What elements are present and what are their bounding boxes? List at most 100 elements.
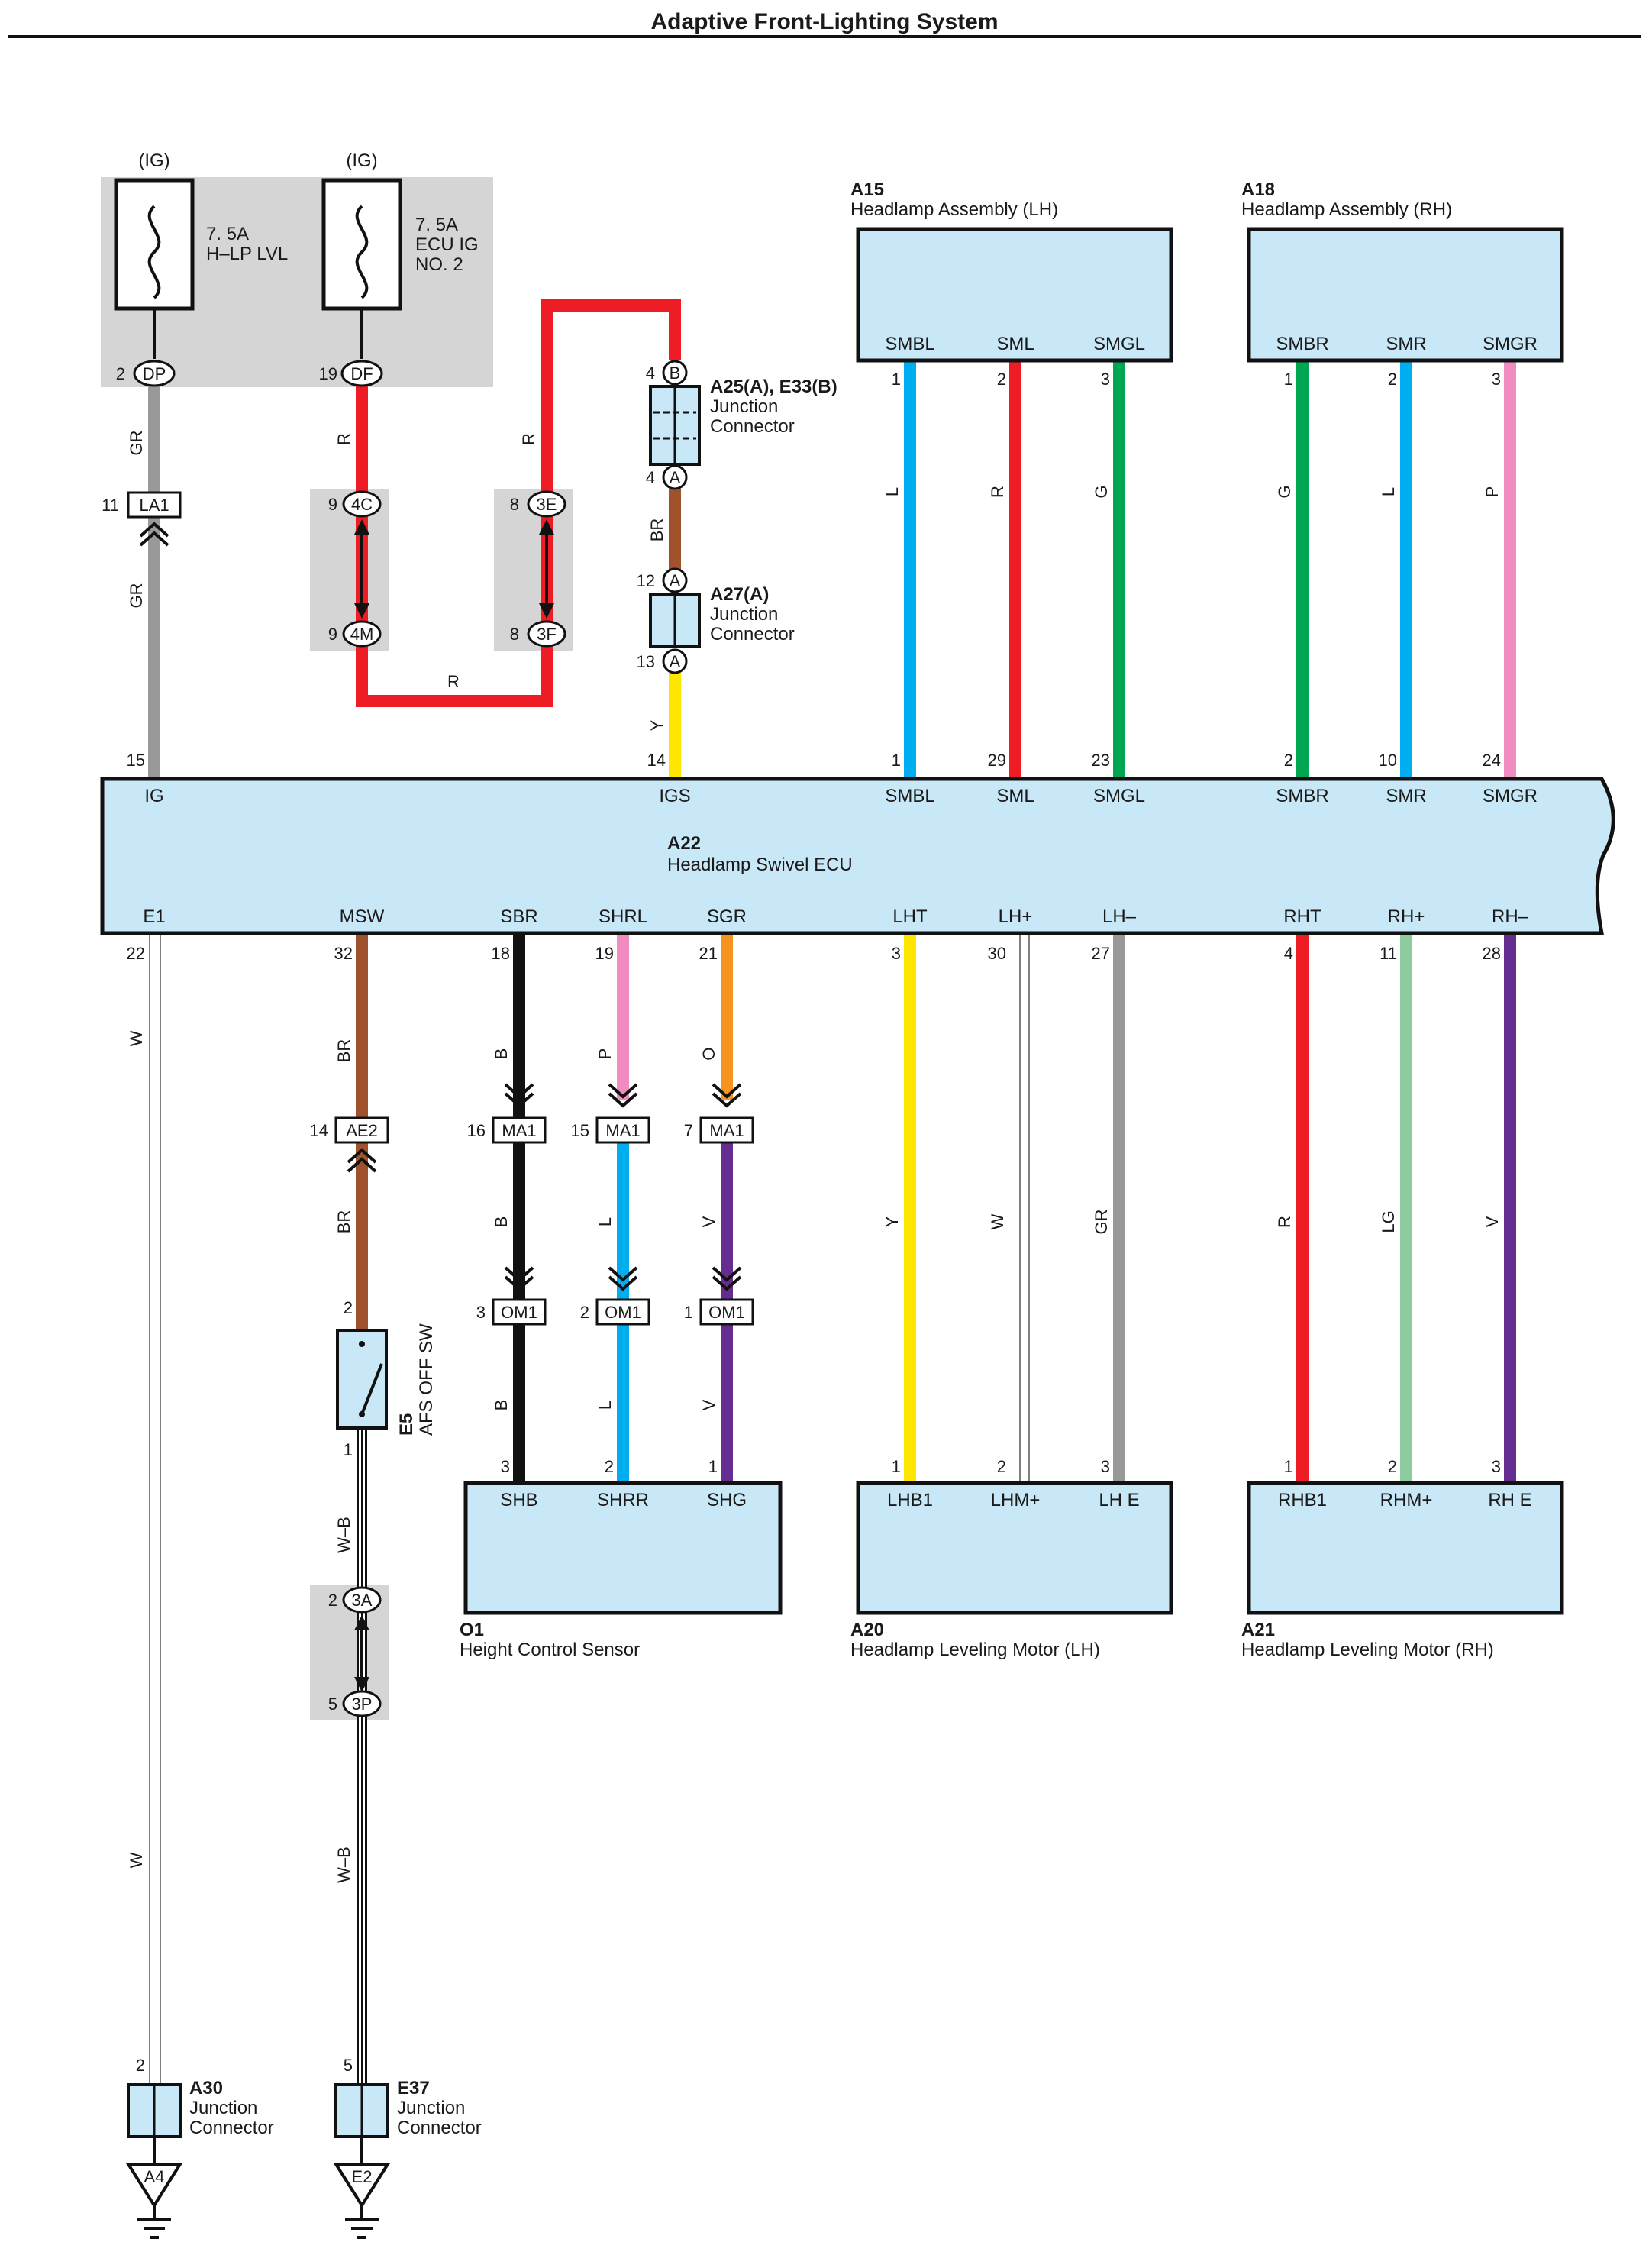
sensor-wire-mid-3: V (699, 1216, 718, 1227)
fuse1-symbol (147, 205, 161, 299)
a21-term-2: RHM+ (1380, 1490, 1433, 1510)
wire-label-r1: R (334, 433, 353, 445)
conn-3e (527, 490, 566, 518)
ground-a4-icon (137, 2218, 171, 2239)
o1-id: O1 (460, 1620, 484, 1640)
conn-3a-pin: 2 (328, 1591, 337, 1610)
e37-line2: Connector (397, 2118, 482, 2138)
a22-term-igs: IGS (659, 786, 690, 806)
a27-pin-a2-num: 13 (637, 652, 655, 671)
wire-label-br1: BR (647, 519, 666, 542)
ma1-connector-1 (492, 1116, 547, 1144)
conn-3p-pin: 5 (328, 1695, 337, 1714)
a25-id: A25(A), E33(B) (710, 376, 837, 397)
a22-term-lhm: LH– (1102, 906, 1137, 927)
conn-4c-pin: 9 (328, 495, 337, 514)
om1-pin-3: 1 (684, 1303, 693, 1322)
ground-e2-triangle (333, 2163, 391, 2208)
a30-id: A30 (189, 2078, 223, 2098)
a27-pin-a1-label: A (670, 571, 681, 590)
wire-label-y1: Y (647, 719, 666, 731)
o1-box (463, 1481, 783, 1615)
conn-4m (342, 620, 382, 648)
ground-a4-triangle (125, 2163, 183, 2208)
junction-3e-3f-bg (494, 489, 573, 651)
conn-3f-pin: 8 (510, 625, 519, 644)
sensor-wire-lower-1: B (492, 1400, 511, 1411)
ground-e2-icon (345, 2218, 379, 2239)
a27-pin-a1-num: 12 (637, 571, 655, 590)
ma1-connector-2 (595, 1116, 650, 1144)
lh-wire-1: Y (883, 1216, 902, 1227)
e5-pin-bottom: 1 (344, 1440, 353, 1459)
a22-bot-pin-rhm: 28 (1483, 944, 1501, 963)
a18-id: A18 (1241, 179, 1275, 200)
sensor-wire-lower-3: V (699, 1399, 718, 1410)
ae2-label: AE2 (346, 1121, 378, 1140)
a22-term-rhm: RH– (1492, 906, 1529, 927)
om1-label-3: OM1 (708, 1303, 745, 1322)
fuse1-box (114, 178, 195, 311)
e5-name: AFS OFF SW (416, 1323, 437, 1436)
ma1-connector-3 (699, 1116, 754, 1144)
a18-pin-2: 2 (1388, 370, 1397, 389)
a20-name: Headlamp Leveling Motor (LH) (850, 1640, 1100, 1660)
a30-pin: 2 (136, 2056, 145, 2075)
fuse2-pin: 19 (319, 364, 337, 383)
a22-term-sgr: SGR (707, 906, 747, 927)
a22-term-msw: MSW (340, 906, 385, 927)
ma1-pin-1: 16 (467, 1121, 486, 1140)
conn-3f-label: 3F (537, 625, 557, 644)
a27-pin-a2-label: A (670, 652, 681, 671)
conn-3e-pin: 8 (510, 495, 519, 514)
ae2-arrow (347, 1148, 377, 1173)
a15-pin-1: 1 (892, 370, 901, 389)
a21-term-1: RHB1 (1278, 1490, 1327, 1510)
conn-3a-label: 3A (352, 1591, 373, 1610)
conn-4m-label: 4M (350, 625, 374, 644)
a22-top-pin-smbr: 2 (1284, 751, 1293, 770)
a20-term-3: LH E (1099, 1490, 1139, 1510)
a15-box (856, 227, 1173, 363)
a22-name: Headlamp Swivel ECU (667, 855, 853, 875)
a22-term-shrl: SHRL (599, 906, 647, 927)
a27-id: A27(A) (710, 584, 769, 605)
a22-top-pin-ig: 15 (127, 751, 145, 770)
a25-pin-b (662, 360, 688, 386)
a22-term-rhp: RH+ (1388, 906, 1425, 927)
a30-line2: Connector (189, 2118, 274, 2138)
conn-3e-label: 3E (537, 495, 557, 514)
conn-3p-label: 3P (352, 1695, 373, 1714)
ma1-label-3: MA1 (709, 1121, 744, 1140)
a15-term-1: SMBL (885, 334, 934, 354)
sensor-wire-upper-1: B (492, 1048, 511, 1060)
sensor-wire-mid-1: B (492, 1216, 511, 1228)
a22-ecu-box (100, 777, 1615, 935)
a15-term-3: SMGL (1093, 334, 1145, 354)
o1-pin-2: 2 (605, 1457, 614, 1476)
e37-id: E37 (397, 2078, 430, 2098)
a15-pin-2: 2 (997, 370, 1006, 389)
a22-bot-pin-rht: 4 (1284, 944, 1293, 963)
a21-box (1247, 1481, 1564, 1615)
a22-term-smbl: SMBL (885, 786, 934, 806)
a22-bot-pin-sgr: 21 (699, 944, 718, 963)
a22-bot-pin-e1: 22 (127, 944, 145, 963)
wire-label-gr1: GR (127, 431, 146, 456)
a21-id: A21 (1241, 1620, 1275, 1640)
o1-term-3: SHG (707, 1490, 747, 1510)
rh-wire-2: LG (1379, 1210, 1398, 1233)
a22-top-pin-smr: 10 (1379, 751, 1397, 770)
fuse2-supply: (IG) (346, 150, 377, 171)
la1-label: LA1 (139, 496, 169, 515)
a18-term-1: SMBR (1276, 334, 1328, 354)
om1-arrow-1 (504, 1266, 534, 1291)
ground-e2-label: E2 (352, 2167, 373, 2186)
a25-line1: Junction (710, 396, 778, 417)
ma1-label-1: MA1 (502, 1121, 536, 1140)
a21-pin-2: 2 (1388, 1457, 1397, 1476)
a18-box (1247, 227, 1564, 363)
a18-pin-1: 1 (1284, 370, 1293, 389)
sensor-wire-mid-2: L (595, 1217, 615, 1226)
fuse1-pin: 2 (116, 364, 125, 383)
